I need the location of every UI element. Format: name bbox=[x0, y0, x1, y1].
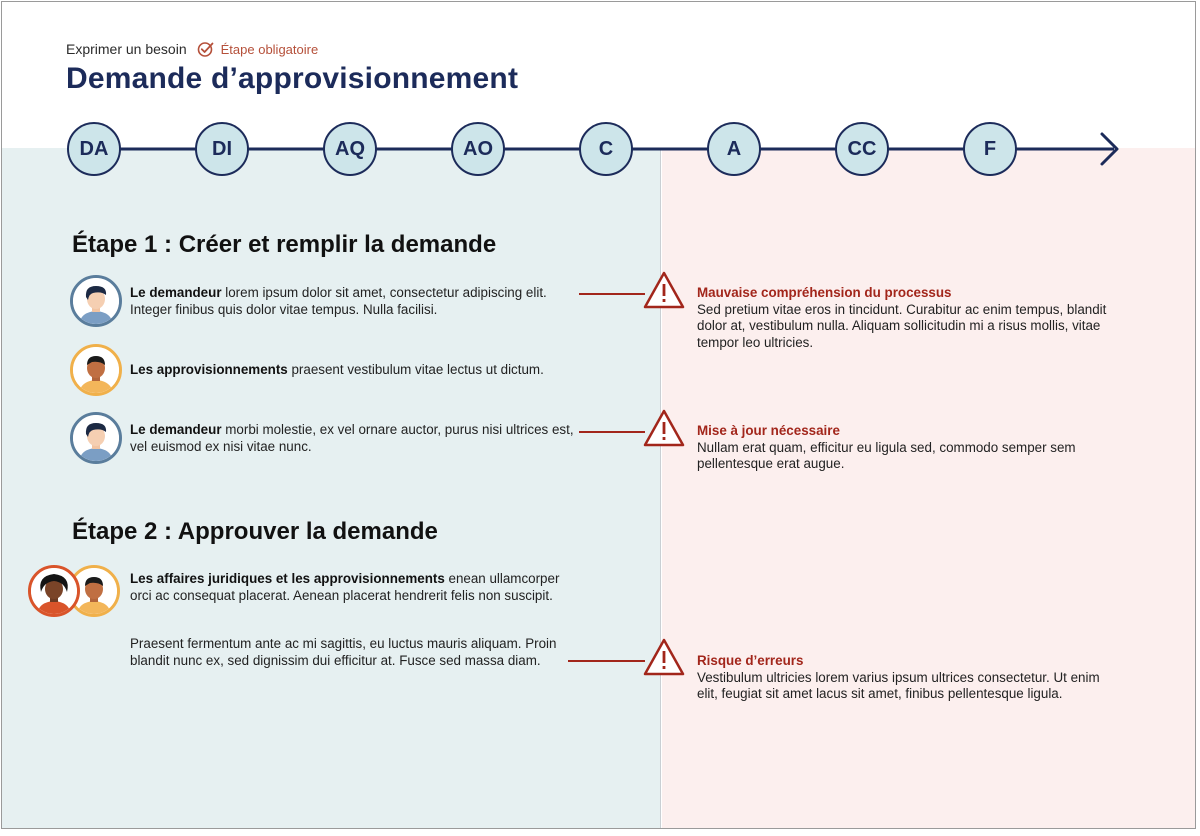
risk-connector bbox=[579, 293, 645, 295]
timeline-node-aq[interactable]: AQ bbox=[323, 122, 377, 176]
actor-name: Le demandeur bbox=[130, 422, 222, 437]
person-avatar-icon bbox=[70, 344, 122, 396]
process-timeline: DA DI AQ AO C A CC F bbox=[2, 120, 1195, 180]
timeline-node-da[interactable]: DA bbox=[67, 122, 121, 176]
warning-triangle-icon bbox=[643, 409, 685, 447]
risk-description: Sed pretium vitae eros in tincidunt. Cur… bbox=[697, 301, 1107, 350]
warning-triangle-icon bbox=[643, 271, 685, 309]
arrow-right-icon bbox=[1100, 132, 1119, 166]
step-item: Le demandeur morbi molestie, ex vel orna… bbox=[70, 412, 580, 464]
timeline-node-c[interactable]: C bbox=[579, 122, 633, 176]
check-circle-icon bbox=[197, 42, 214, 57]
risk-description: Vestibulum ultricies lorem varius ipsum … bbox=[697, 669, 1100, 702]
timeline-node-cc[interactable]: CC bbox=[835, 122, 889, 176]
risk-item: Mauvaise compréhension du processus Sed … bbox=[697, 285, 1107, 351]
timeline-node-label: AQ bbox=[335, 137, 365, 160]
timeline-node-di[interactable]: DI bbox=[195, 122, 249, 176]
warning-triangle-icon bbox=[643, 638, 685, 676]
actor-name: Le demandeur bbox=[130, 285, 222, 300]
risk-connector bbox=[568, 660, 645, 662]
person-avatar-icon bbox=[68, 565, 120, 617]
step-item-description: praesent vestibulum vitae lectus ut dict… bbox=[287, 362, 544, 377]
actor-name: Les affaires juridiques et les approvisi… bbox=[130, 571, 445, 586]
risks-panel bbox=[662, 148, 1195, 828]
step-1-title: Étape 1 : Créer et remplir la demande bbox=[72, 231, 497, 258]
timeline-node-f[interactable]: F bbox=[963, 122, 1017, 176]
timeline-node-label: CC bbox=[847, 137, 877, 160]
risk-title: Mauvaise compréhension du processus bbox=[697, 285, 952, 300]
actor-name: Les approvisionnements bbox=[130, 362, 288, 377]
step-item-description: morbi molestie, ex vel ornare auctor, pu… bbox=[130, 422, 574, 454]
step-item-description: Praesent fermentum ante ac mi sagittis, … bbox=[130, 636, 557, 668]
page-title: Demande d’approvisionnement bbox=[66, 62, 519, 95]
risk-connector bbox=[579, 431, 645, 433]
timeline-node-label: DI bbox=[212, 137, 232, 160]
timeline-node-ao[interactable]: AO bbox=[451, 122, 505, 176]
person-avatar-icon bbox=[70, 275, 122, 327]
step-item-text: Les affaires juridiques et les approvisi… bbox=[130, 571, 576, 619]
risk-title: Risque d’erreurs bbox=[697, 653, 804, 668]
timeline-node-label: DA bbox=[79, 137, 109, 160]
step-item: Les affaires juridiques et les approvisi… bbox=[28, 565, 576, 619]
risk-item: Risque d’erreurs Vestibulum ultricies lo… bbox=[697, 653, 1107, 703]
risk-title: Mise à jour nécessaire bbox=[697, 423, 840, 438]
mandatory-badge: Étape obligatoire bbox=[197, 40, 319, 58]
step-item-text: Les approvisionnements praesent vestibul… bbox=[130, 362, 580, 396]
step-item: Les approvisionnements praesent vestibul… bbox=[70, 344, 580, 396]
step-item-text: Le demandeur lorem ipsum dolor sit amet,… bbox=[130, 285, 580, 327]
timeline-node-label: F bbox=[983, 137, 997, 160]
timeline-node-a[interactable]: A bbox=[707, 122, 761, 176]
step-item-description: enean ullamcorper orci ac consequat plac… bbox=[130, 571, 560, 603]
timeline-node-label: C bbox=[598, 137, 614, 160]
step-item: Le demandeur lorem ipsum dolor sit amet,… bbox=[70, 275, 580, 327]
mandatory-label: Étape obligatoire bbox=[220, 41, 319, 57]
breadcrumb-label: Exprimer un besoin bbox=[66, 41, 187, 57]
avatar-group bbox=[28, 565, 122, 619]
step-item-text: Praesent fermentum ante ac mi sagittis, … bbox=[130, 636, 570, 669]
timeline-node-label: A bbox=[726, 137, 742, 160]
timeline-node-label: AO bbox=[463, 137, 493, 160]
step-2-title: Étape 2 : Approuver la demande bbox=[72, 518, 438, 545]
step-item-description: lorem ipsum dolor sit amet, consectetur … bbox=[130, 285, 547, 317]
risk-description: Nullam erat quam, efficitur eu ligula se… bbox=[697, 439, 1076, 472]
risk-item: Mise à jour nécessaire Nullam erat quam,… bbox=[697, 423, 1107, 473]
breadcrumb: Exprimer un besoin Étape obligatoire bbox=[66, 40, 318, 58]
person-avatar-icon bbox=[28, 565, 80, 617]
actions-panel bbox=[2, 148, 661, 828]
step-item-text: Le demandeur morbi molestie, ex vel orna… bbox=[130, 422, 580, 464]
person-avatar-icon bbox=[70, 412, 122, 464]
